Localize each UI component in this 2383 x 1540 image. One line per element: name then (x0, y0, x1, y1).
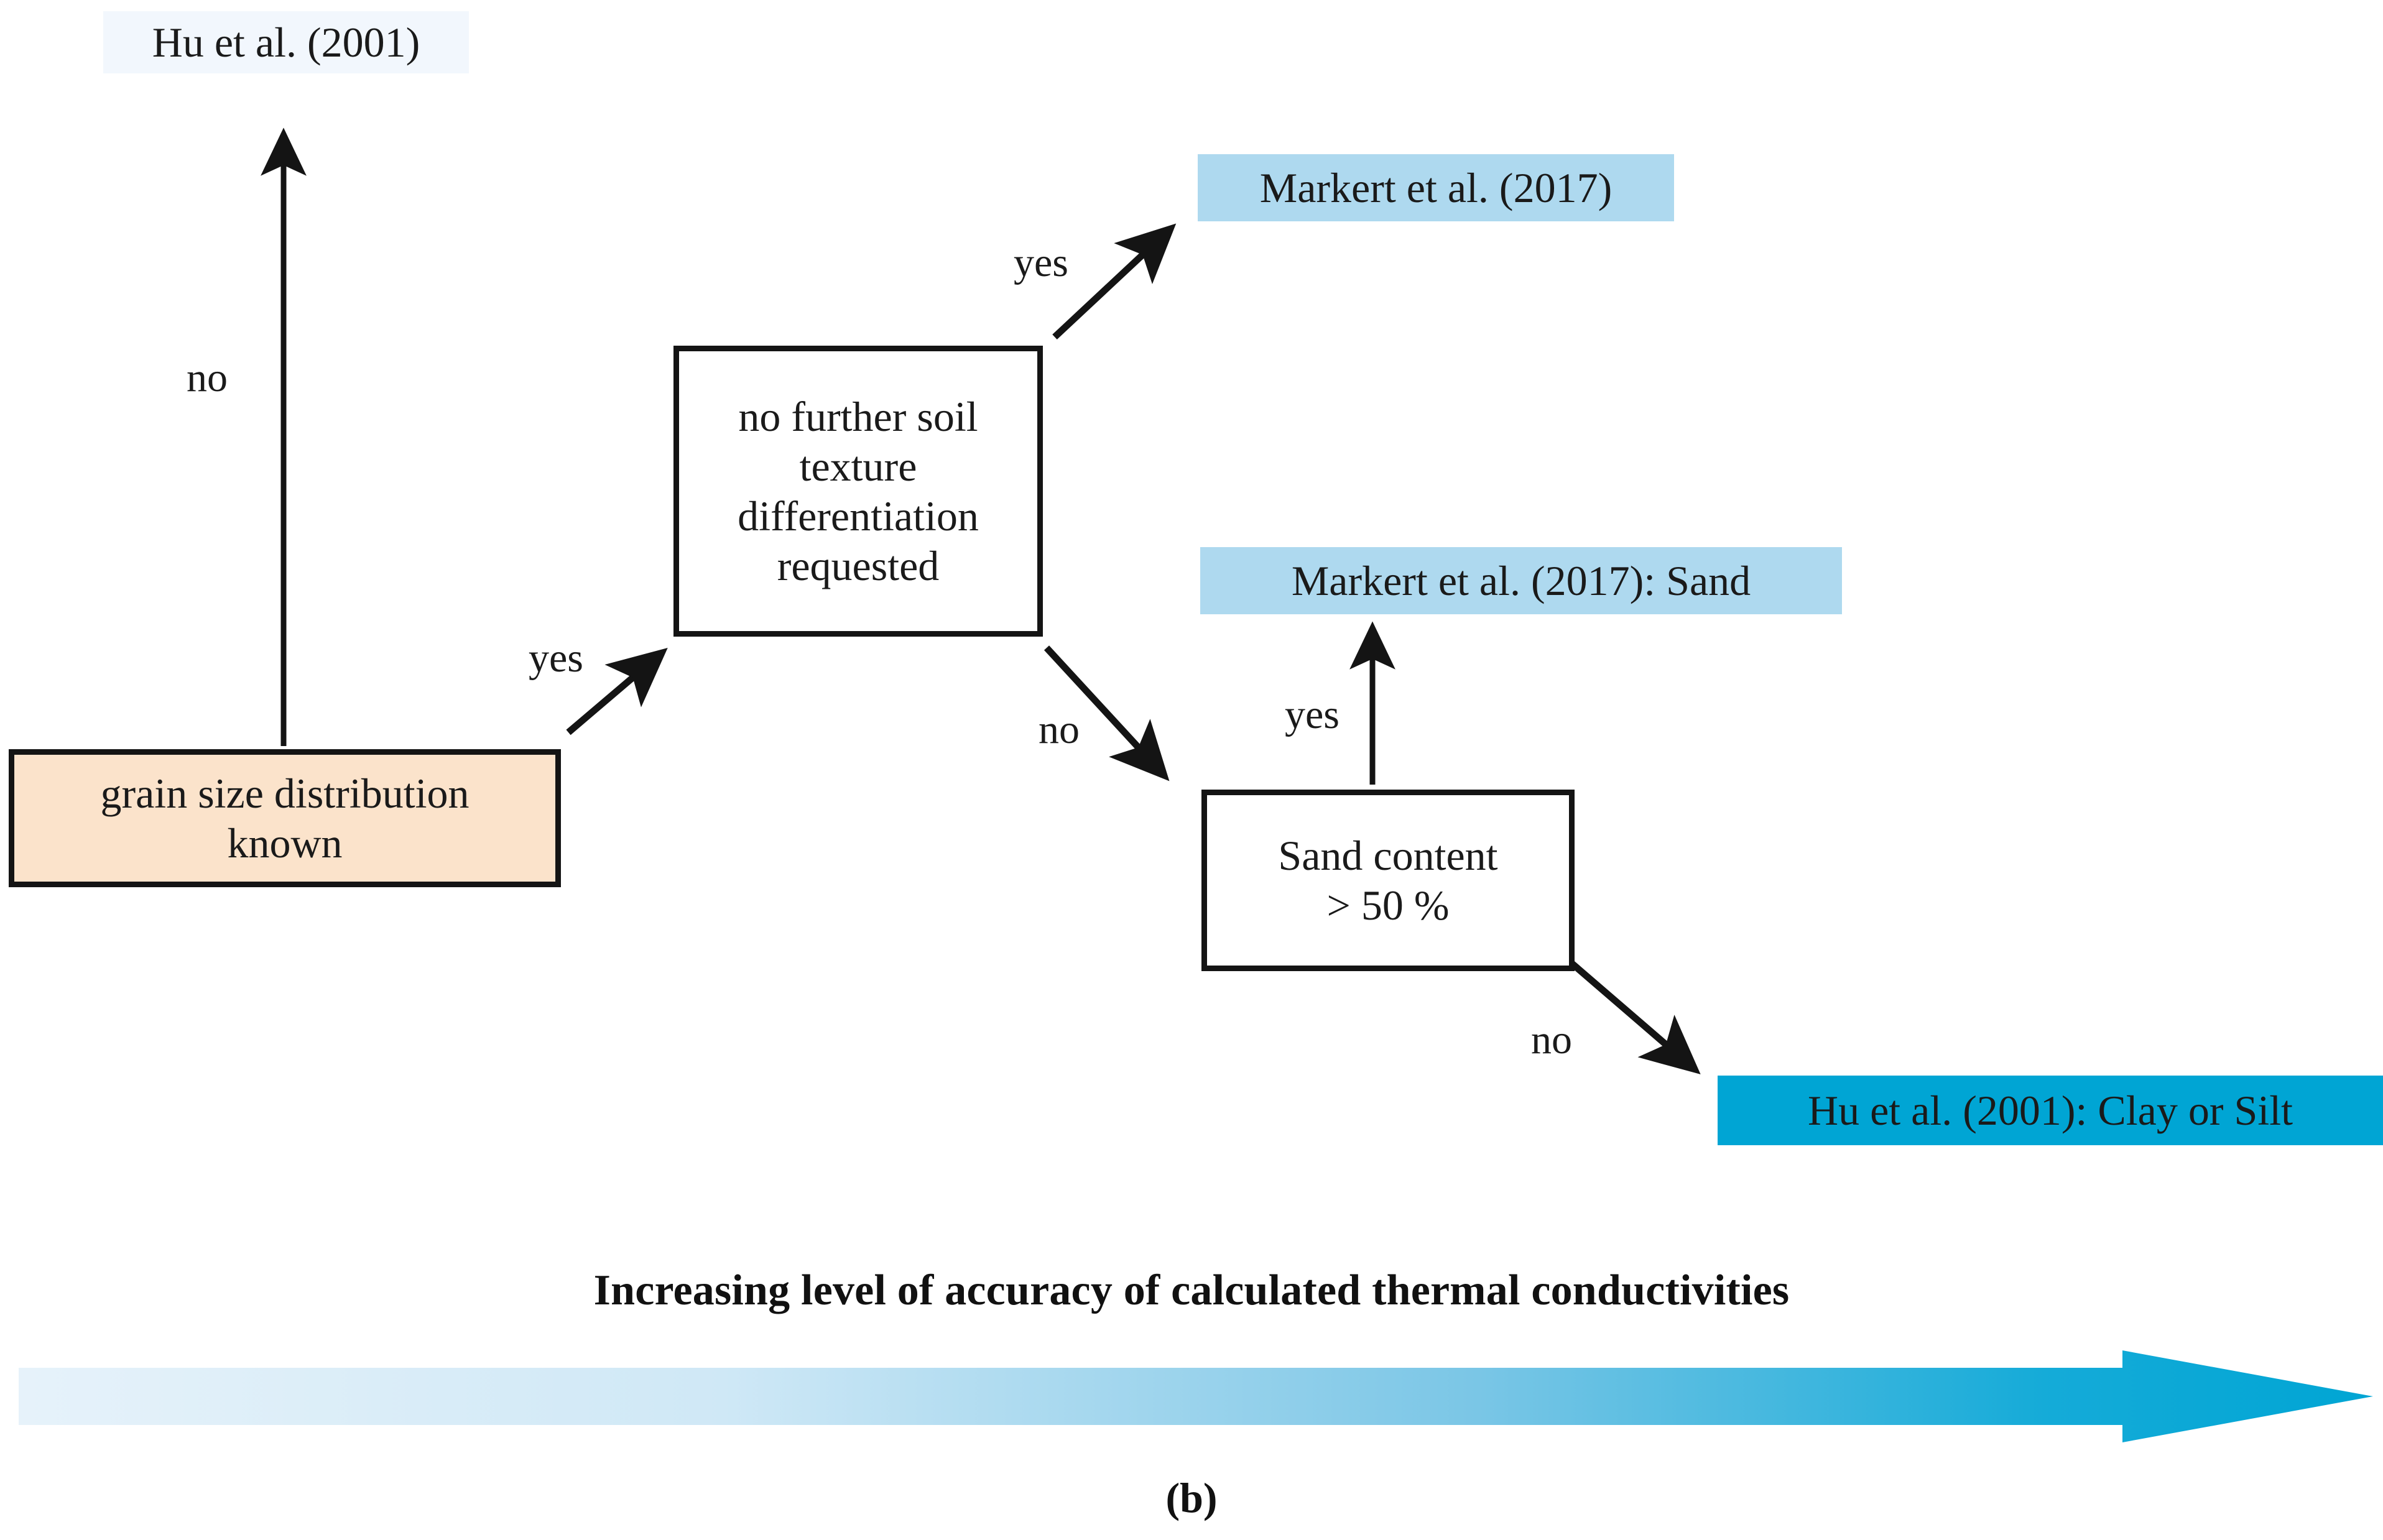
edge-label-texture-to-markert2017: yes (1014, 240, 1068, 285)
result-hu-2001[interactable]: Hu et al. (2001) (103, 11, 469, 73)
figure-sublabel: (b) (1165, 1474, 1218, 1521)
edge-texture-to-markert2017 (1052, 223, 1177, 340)
accuracy-caption: Increasing level of accuracy of calculat… (593, 1266, 1790, 1314)
result-hu-2001-clay-or-silt[interactable]: Hu et al. (2001): Clay or Silt (1718, 1076, 2383, 1145)
edge-label-texture-to-decision-sand: no (1039, 707, 1080, 752)
edge-label-start-to-decision-texture: yes (529, 635, 583, 681)
edge-label-sand-to-hu-clay-silt: no (1531, 1017, 1572, 1063)
decision-sand-content-gt-50-percent[interactable]: Sand content > 50 % (1201, 790, 1575, 971)
edge-label-sand-to-markert-sand: yes (1285, 692, 1340, 737)
start-node-grain-size-distribution-known[interactable]: grain size distribution known (9, 749, 561, 887)
result-markert-2017-sand[interactable]: Markert et al. (2017): Sand (1200, 547, 1842, 614)
decision-no-further-soil-texture-differentiation[interactable]: no further soil texture differentiation … (673, 346, 1043, 637)
accuracy-gradient-arrow (19, 1350, 2373, 1442)
edge-sand-to-hu-clay-silt (1569, 960, 1701, 1075)
result-markert-2017[interactable]: Markert et al. (2017) (1198, 154, 1674, 221)
edge-label-start-to-hu2001: no (187, 355, 228, 400)
